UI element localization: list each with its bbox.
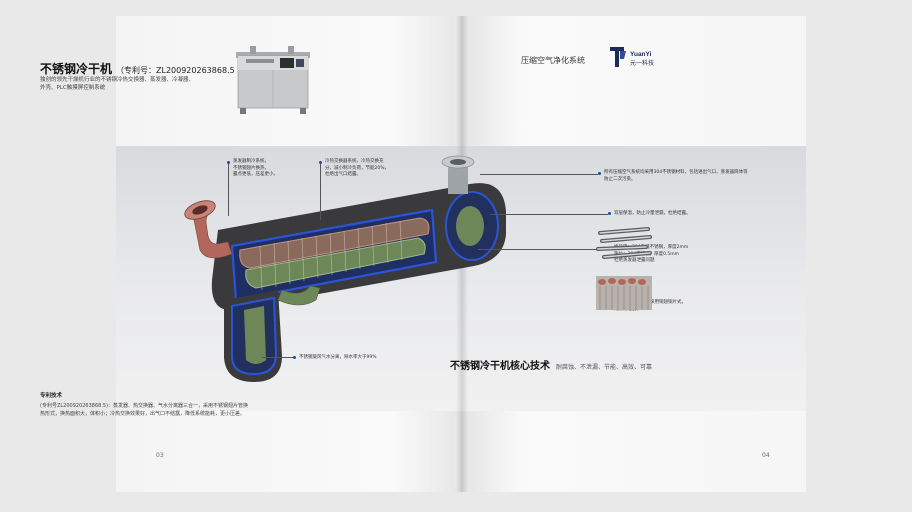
callout-separator: 不锈钢旋风气水分离，除水率大于99% (299, 355, 377, 360)
callout-dot-material (598, 172, 601, 175)
patent-tech-text: (专利号ZL200920263868.5)：蒸发器、热交换器、气水分离器三合一，… (40, 403, 249, 417)
page-number-left: 03 (156, 452, 164, 459)
callout-insulation: 双层保温，防止冷量泄漏，杜绝结露。 (614, 211, 691, 216)
stainless-tube-image (596, 227, 652, 259)
product-title: 不锈钢冷干机（专利号：ZL200920263868.5 ） (40, 62, 246, 76)
core-technology-title: 不锈钢冷干机核心技术耐腐蚀、不泄漏、节能、高效、可靠 (450, 361, 653, 372)
cutaway-illustration (184, 155, 506, 382)
svg-text:YuanYi: YuanYi (630, 51, 652, 58)
callout-line-evaporator (228, 164, 229, 216)
yuanyi-logo-icon: YuanYi 元一科技 (610, 47, 654, 67)
patent-number: （专利号：ZL200920263868.5 ） (116, 66, 246, 75)
callout-cold-exchanger: 冷热交换器系统，冷热交换充 分，减小制冷负荷，节能20%， 杜绝出气口结露。 (325, 159, 390, 177)
callout-material: 所有压缩空气系统均采用304不锈钢材料，包括进出气口、蒸发器筒体等 防止二次污染… (604, 170, 748, 182)
callout-line-insulation (490, 214, 608, 215)
callout-line-cold-exchanger (320, 164, 321, 220)
callout-evaporator: 蒸发器制冷系统， 不锈钢翅片换热， 露点更低，压差更小。 (233, 159, 278, 177)
callout-dot-separator (293, 356, 296, 359)
callout-line-tubes (478, 249, 608, 250)
callout-line-material (480, 174, 598, 175)
page-number-right: 04 (762, 452, 770, 459)
section-header: 压缩空气净化系统 (521, 56, 585, 65)
patent-tech-heading: 专利技术 (40, 393, 63, 399)
callout-dot-evaporator (227, 161, 230, 164)
callout-dot-cold-exchanger (319, 161, 322, 164)
core-technology-subtitle: 耐腐蚀、不泄漏、节能、高效、可靠 (556, 364, 653, 371)
dryer-machine-image (236, 46, 310, 114)
callout-dot-insulation (608, 212, 611, 215)
callout-line-separator (262, 357, 293, 358)
svg-text:元一科技: 元一科技 (630, 59, 654, 67)
product-description: 独创的领先干燥机行业的不锈钢冷热交换器、蒸发器、冷凝器、 外壳、PLC触摸屏控制… (40, 77, 195, 91)
copper-fin-image (596, 276, 652, 310)
